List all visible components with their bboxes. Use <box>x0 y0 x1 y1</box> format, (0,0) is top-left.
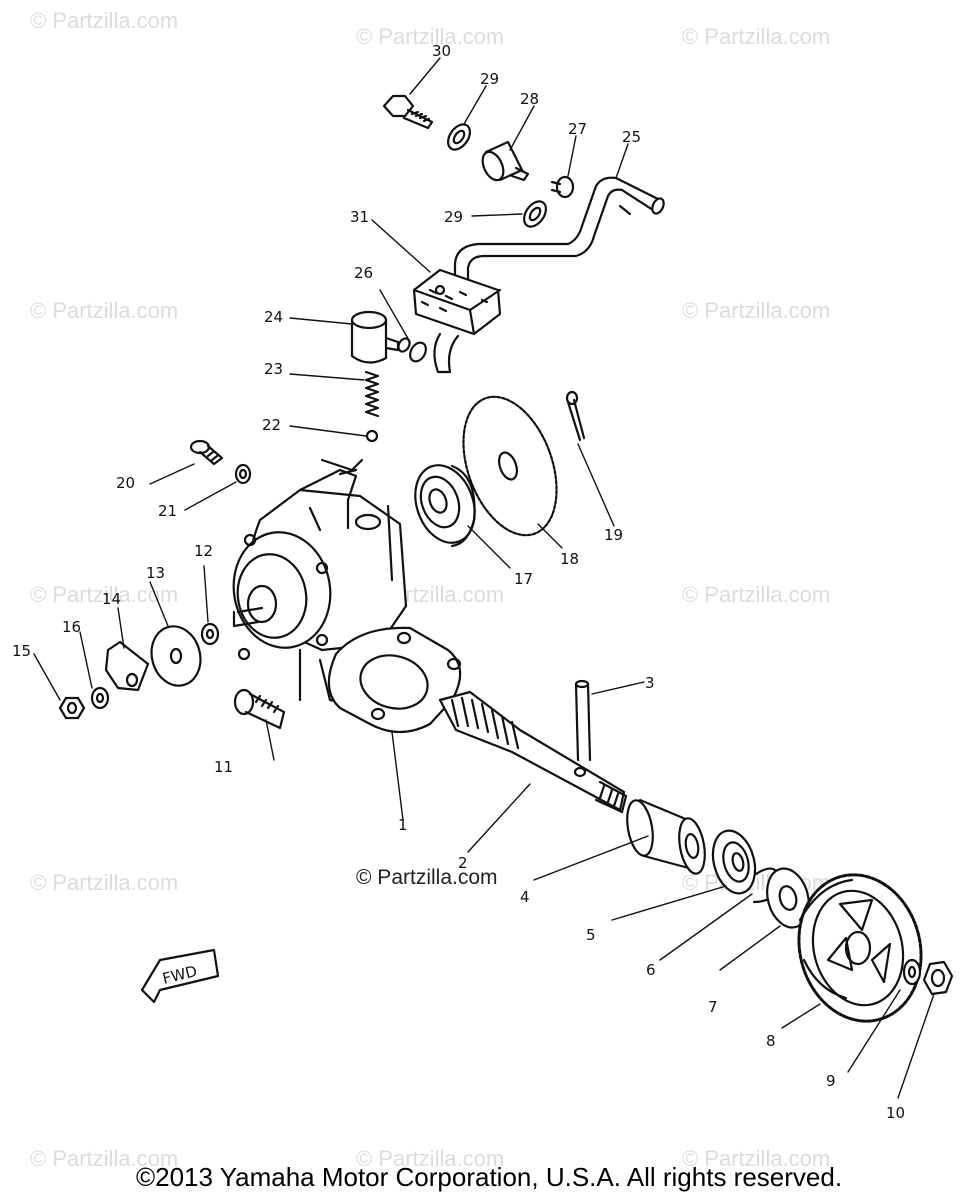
callout-6: 6 <box>646 961 656 979</box>
callout-3: 3 <box>645 674 655 692</box>
watermark: © Partzilla.com <box>682 1146 831 1171</box>
lever-part <box>104 640 150 692</box>
callout-17: 17 <box>514 570 533 588</box>
drive-gear-part <box>797 873 923 1023</box>
pin-part <box>565 390 586 442</box>
bearing-part <box>414 464 476 548</box>
check-ball-part <box>365 429 379 443</box>
nut-part <box>58 696 86 720</box>
watermark: © Partzilla.com <box>30 582 179 607</box>
callout-16: 16 <box>62 618 81 636</box>
mount-block-part <box>412 268 502 374</box>
callout-20: 20 <box>116 474 135 492</box>
washer-part <box>446 123 472 151</box>
bolt-part <box>233 688 286 730</box>
watermark: © Partzilla.com <box>682 24 831 49</box>
forward-arrow-icon <box>140 948 220 1004</box>
callout-8: 8 <box>766 1032 776 1050</box>
watermark: © Partzilla.com <box>682 298 831 323</box>
center-watermark: © Partzilla.com <box>356 866 498 889</box>
banjo-bolt-part <box>382 94 434 130</box>
watermark: © Partzilla.com <box>30 1146 179 1171</box>
sleeve-part <box>626 798 706 875</box>
nut-part <box>922 960 954 996</box>
callout-23: 23 <box>264 360 283 378</box>
spring-part <box>364 370 380 418</box>
washer-part <box>200 622 220 646</box>
screw-part <box>189 439 224 466</box>
callout-10: 10 <box>886 1104 905 1122</box>
callout-18: 18 <box>560 550 579 568</box>
plate-part <box>150 625 202 687</box>
washer-part <box>522 200 548 228</box>
washer-part <box>902 958 922 986</box>
callout-25: 25 <box>622 128 641 146</box>
callout-21: 21 <box>158 502 177 520</box>
watermark: © Partzilla.com <box>356 1146 505 1171</box>
copyright-notice: ©2013 Yamaha Motor Corporation, U.S.A. A… <box>135 1162 843 1192</box>
callout-28: 28 <box>520 90 539 108</box>
callout-29: 29 <box>480 70 499 88</box>
callout-31: 31 <box>350 208 369 226</box>
washer-part <box>234 463 252 485</box>
watermark: © Partzilla.com <box>30 298 179 323</box>
callout-1: 1 <box>398 816 408 834</box>
callout-14: 14 <box>102 590 121 608</box>
delivery-pipe-part <box>453 176 665 294</box>
callout-4: 4 <box>520 888 530 906</box>
banjo-fitting-part <box>481 140 530 182</box>
bearing-part <box>711 829 757 895</box>
callout-29-lower: 29 <box>444 208 463 226</box>
callout-15: 15 <box>12 642 31 660</box>
fitting-part <box>550 175 575 199</box>
callout-11: 11 <box>214 758 233 776</box>
callout-27: 27 <box>568 120 587 138</box>
callout-5: 5 <box>586 926 596 944</box>
watermark: © Partzilla.com <box>682 582 831 607</box>
washer-part <box>397 337 427 363</box>
callout-22: 22 <box>262 416 281 434</box>
callout-13: 13 <box>146 564 165 582</box>
pin-part <box>574 679 592 762</box>
callout-12: 12 <box>194 542 213 560</box>
callout-labels: 1 2 3 4 5 6 7 8 9 10 11 12 13 14 15 16 1… <box>12 42 905 1122</box>
callout-9: 9 <box>826 1072 836 1090</box>
callout-7: 7 <box>708 998 718 1016</box>
callout-30: 30 <box>432 42 451 60</box>
callout-26: 26 <box>354 264 373 282</box>
callout-2: 2 <box>458 854 468 872</box>
gear-disc-part <box>462 395 558 537</box>
watermark: © Partzilla.com <box>30 870 179 895</box>
watermark: © Partzilla.com <box>30 8 179 33</box>
washer-part <box>90 686 110 710</box>
washer-part <box>766 867 810 929</box>
callout-19: 19 <box>604 526 623 544</box>
pump-body-part <box>232 458 408 708</box>
worm-shaft-part <box>438 690 628 814</box>
valve-cap-part <box>350 310 400 364</box>
callout-24: 24 <box>264 308 283 326</box>
watermark: © Partzilla.com <box>356 24 505 49</box>
gasket-part <box>327 626 462 734</box>
